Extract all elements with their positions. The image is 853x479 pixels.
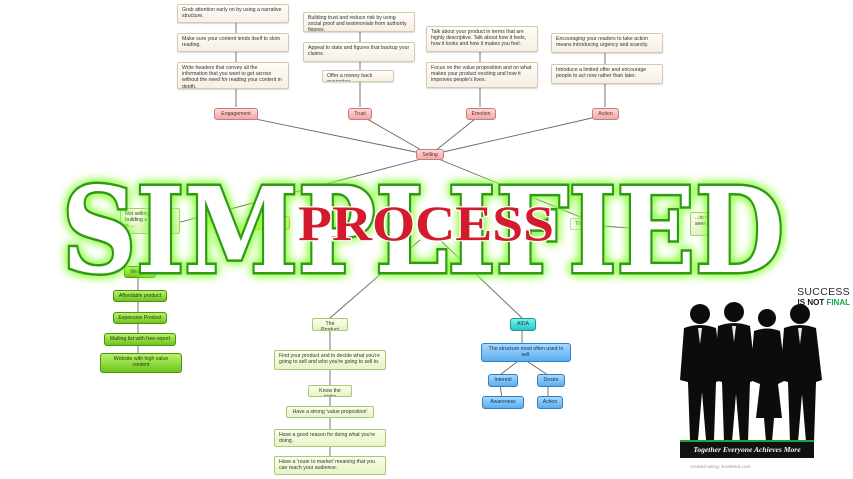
title-simplified: SIMPLIFIED <box>60 168 787 286</box>
link-selling-action <box>429 114 606 156</box>
node-webinar[interactable]: Webinar <box>124 266 156 278</box>
business-team-silhouette <box>680 302 822 442</box>
note-trust-2[interactable]: Appeal to stats and figures that backup … <box>303 42 415 62</box>
node-the-product[interactable]: The Product <box>312 318 348 331</box>
note-right-partial[interactable]: ...to make ... seen ... <box>690 212 730 236</box>
link-selling-right <box>435 157 601 226</box>
success-line1: SUCCESS <box>797 286 850 298</box>
note-emotion-1[interactable]: Talk about your product in terms that ar… <box>426 26 538 52</box>
note-engagement-3[interactable]: Write headers that convey all the inform… <box>177 62 289 89</box>
note-product-4[interactable]: Have a good reason for doing what you're… <box>274 429 386 447</box>
note-left-partial[interactable]: Not selling a ... building a ... people … <box>120 208 180 234</box>
link-selling-left <box>149 157 426 231</box>
team-slogan-banner: Together Everyone Achieves More <box>680 440 814 458</box>
success-line2: IS NOT FINAL <box>797 298 850 307</box>
note-engagement-2[interactable]: Make sure your content lends itself to s… <box>177 33 289 52</box>
link-selling-trust <box>359 114 431 156</box>
subtitle-process: PROCESS <box>297 196 555 252</box>
node-selling[interactable]: Selling <box>416 149 444 160</box>
link-selling-engagement <box>235 114 431 156</box>
node-aida-awareness[interactable]: Awareness <box>482 396 524 409</box>
success-badge: SUCCESS IS NOT FINAL <box>760 286 850 318</box>
node-aida-action[interactable]: Action <box>537 396 563 409</box>
link-selling-product <box>329 239 421 319</box>
note-product-2[interactable]: Know the niche <box>308 385 352 397</box>
node-right-partial[interactable]: Th... <box>570 218 592 230</box>
link-selling-emotion <box>429 114 481 156</box>
title-text: SIMPLIFIED <box>62 168 784 286</box>
node-aida[interactable]: AIDA <box>510 318 536 331</box>
note-emotion-2[interactable]: Focus on the value proposition and on wh… <box>426 62 538 88</box>
note-product-1[interactable]: Find your product and to decide what you… <box>274 350 386 370</box>
node-affordable-product[interactable]: Affordable product <box>113 290 167 302</box>
note-product-5[interactable]: Have a 'route to market' meaning that yo… <box>274 456 386 475</box>
node-action[interactable]: Action <box>592 108 619 120</box>
node-aida-desire[interactable]: Desire <box>537 374 565 387</box>
note-trust-1[interactable]: Building trust and reduce risk by using … <box>303 12 415 32</box>
node-trust[interactable]: Trust <box>348 108 372 120</box>
note-trust-3[interactable]: Offer a money back guarantee <box>322 70 394 82</box>
node-expensive-product[interactable]: Expensive Product <box>113 312 167 324</box>
node-mailing-list[interactable]: Mailing list with free report <box>104 333 176 346</box>
note-action-1[interactable]: Encouraging your readers to take action … <box>551 33 663 53</box>
created-with-credit: created using: ExaMind.com <box>690 465 751 470</box>
link-selling-aida <box>439 239 523 319</box>
node-website-content[interactable]: Website with high value content <box>100 353 182 373</box>
subtitle-text: PROCESS <box>298 196 554 251</box>
note-aida-structure[interactable]: The structure most often used to sell. <box>481 343 571 362</box>
note-product-3[interactable]: Have a strong 'value proposition' <box>286 406 374 418</box>
node-engagement[interactable]: Engagement <box>214 108 258 120</box>
node-emotion[interactable]: Emotion <box>466 108 496 120</box>
node-aida-interest[interactable]: Interest <box>488 374 518 387</box>
note-engagement-1[interactable]: Grab attention early on by using a narra… <box>177 4 289 23</box>
node-left-selected[interactable] <box>246 216 290 230</box>
note-action-2[interactable]: Introduce a limited offer and encourage … <box>551 64 663 84</box>
